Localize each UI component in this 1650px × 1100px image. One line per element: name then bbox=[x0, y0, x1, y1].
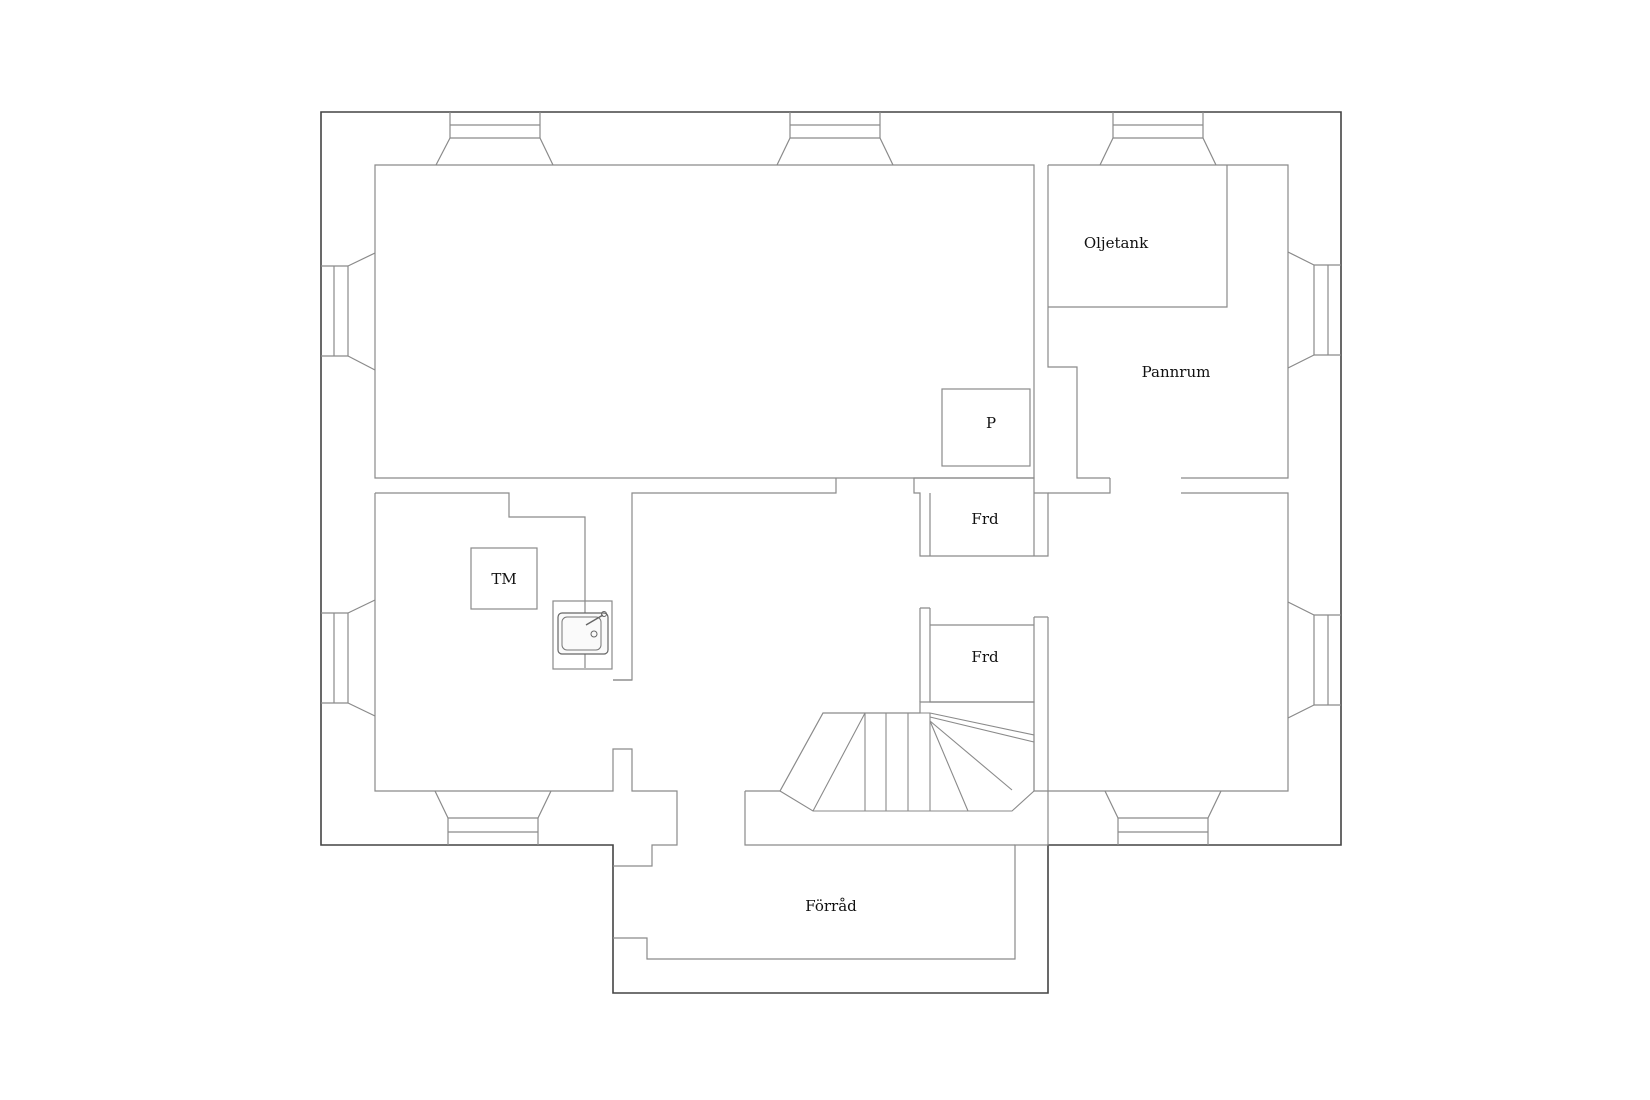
window-left-2 bbox=[321, 599, 376, 717]
label-tm: TM bbox=[491, 570, 516, 588]
wall-mid-center bbox=[613, 478, 837, 681]
room-top-left bbox=[374, 164, 1035, 479]
room-bottom-left bbox=[374, 493, 678, 867]
sink-icon bbox=[552, 600, 613, 670]
window-left-1 bbox=[321, 252, 376, 371]
wall-corridor bbox=[613, 701, 1049, 960]
window-top-3 bbox=[1099, 112, 1217, 166]
label-forrad: Förråd bbox=[805, 897, 857, 915]
window-bottom-1 bbox=[434, 790, 552, 845]
wall-pannrum-lower bbox=[1048, 478, 1111, 494]
label-oljetank: Oljetank bbox=[1084, 234, 1149, 252]
window-top-1 bbox=[435, 112, 554, 166]
window-top-2 bbox=[776, 112, 894, 166]
room-oljetank-wall bbox=[1048, 165, 1228, 308]
outer-wall bbox=[320, 111, 1342, 994]
label-frd-upper: Frd bbox=[971, 510, 999, 528]
box-tm bbox=[470, 547, 538, 610]
wall-mid-left bbox=[375, 492, 586, 668]
room-pannrum-wall bbox=[1047, 164, 1289, 479]
wall-corridor-2 bbox=[744, 791, 1015, 846]
label-frd-lower: Frd bbox=[971, 648, 999, 666]
label-p: P bbox=[986, 414, 996, 432]
box-p bbox=[941, 388, 1031, 467]
room-bottom-right bbox=[1047, 492, 1289, 792]
window-right-2 bbox=[1287, 601, 1341, 719]
window-right-1 bbox=[1287, 251, 1341, 369]
staircase bbox=[779, 712, 1035, 812]
closet-frd-upper bbox=[913, 477, 1049, 557]
window-bottom-2 bbox=[1104, 790, 1222, 845]
label-pannrum: Pannrum bbox=[1142, 363, 1211, 381]
